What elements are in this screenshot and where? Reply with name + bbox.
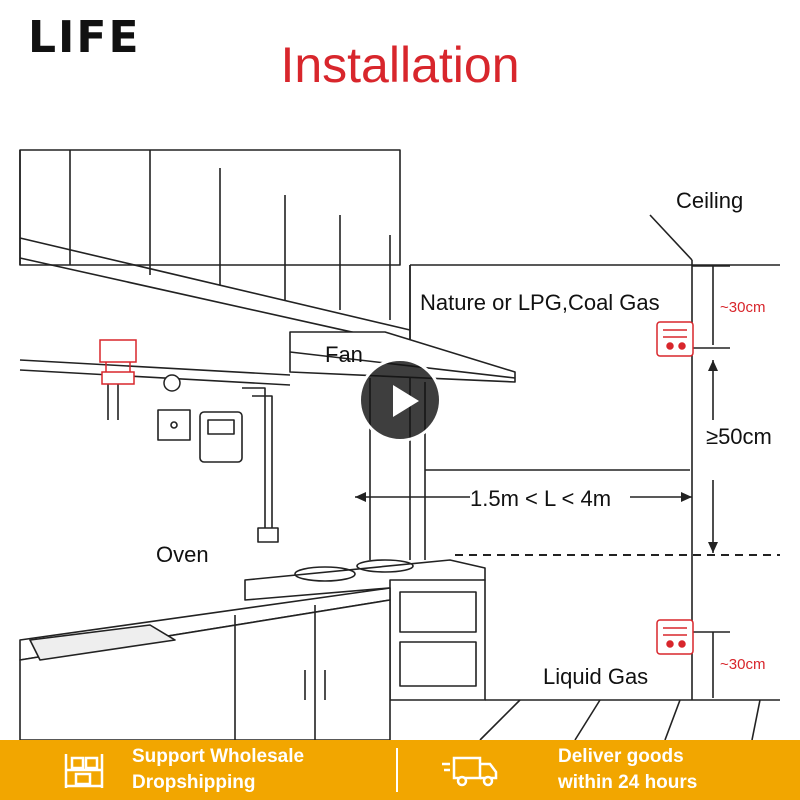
range-hood [289, 331, 516, 383]
play-icon[interactable] [358, 358, 442, 442]
gas-detector-icon [656, 321, 694, 357]
oven-front [389, 579, 486, 701]
gas-valve-icon [99, 339, 137, 385]
footer-divider [396, 748, 398, 792]
ceiling-label: Ceiling [676, 188, 744, 213]
wholesale-block: Support Wholesale Dropshipping [62, 740, 304, 800]
fan-label: Fan [325, 342, 363, 367]
wholesale-text: Support Wholesale Dropshipping [132, 744, 304, 796]
min-distance-label: ≥50cm [706, 424, 772, 449]
gas-detector-icon [656, 619, 694, 655]
brand-logo: LIFE [28, 12, 141, 63]
stove [244, 559, 486, 601]
wholesale-line1: Support Wholesale [132, 746, 305, 767]
shelf-boxes-icon [64, 754, 104, 788]
footer-banner: Support Wholesale Dropshipping Deliver g… [0, 740, 800, 800]
wholesale-line2: Dropshipping [132, 772, 256, 793]
oven-label: Oven [156, 542, 209, 567]
bottom-gap-label: ~30cm [720, 656, 766, 673]
delivery-text: Deliver goods within 24 hours [558, 744, 697, 796]
top-gap-label: ~30cm [720, 299, 766, 316]
delivery-line1: Deliver goods [558, 746, 684, 767]
gas-meter [199, 411, 243, 463]
page-title: Installation [280, 37, 520, 93]
liquid-gas-label: Liquid Gas [543, 664, 649, 689]
delivery-block: Deliver goods within 24 hours [440, 740, 697, 800]
nature-gas-label: Nature or LPG,Coal Gas [420, 290, 660, 315]
upper-cabinets [19, 149, 401, 266]
delivery-line2: within 24 hours [558, 772, 698, 793]
wall-socket [157, 409, 191, 441]
delivery-truck-icon [442, 756, 498, 787]
distance-label: 1.5m < L < 4m [470, 486, 612, 511]
